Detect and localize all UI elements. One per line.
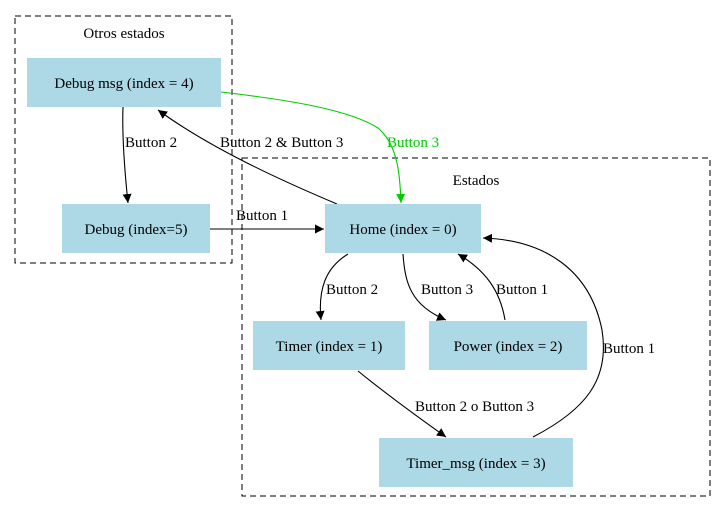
- edge-label: Button 1: [236, 208, 288, 224]
- node-box: [253, 321, 405, 370]
- edge-line: [457, 253, 506, 321]
- edge-timer-to-timermsg: Button 2 o Button 3: [357, 370, 534, 438]
- edge-line: [122, 106, 132, 204]
- edge-debugmsg-to-home: Button 3: [220, 91, 439, 204]
- edge-line: [357, 370, 447, 438]
- edge-label: Button 2: [125, 135, 177, 151]
- node-box: [325, 204, 481, 253]
- edge-label: Button 3: [421, 282, 473, 298]
- edge-power-to-home: Button 1: [457, 253, 548, 321]
- node-label: Debug msg (index = 4): [54, 76, 193, 92]
- node-home: Home (index = 0): [325, 204, 481, 253]
- node-box: [429, 321, 587, 370]
- edge-line: [482, 233, 604, 438]
- cluster-otros-estados: Otros estados: [14, 15, 233, 264]
- edge-home-to-power: Button 3: [402, 253, 473, 321]
- edge-timermsg-to-home: Button 1: [482, 233, 655, 438]
- node-label: Debug (index=5): [84, 222, 187, 238]
- edge-label: Button 2 o Button 3: [415, 399, 534, 415]
- node-label: Power (index = 2): [454, 339, 563, 355]
- node-debug: Debug (index=5): [62, 204, 210, 253]
- node-timer-msg: Timer_msg (index = 3): [379, 438, 573, 487]
- edge-label: Button 2: [326, 282, 378, 298]
- cluster-otros-label: Otros estados: [83, 26, 164, 42]
- edge-line: [402, 253, 447, 321]
- edge-line: [157, 109, 338, 205]
- node-box: [27, 58, 221, 107]
- edge-home-to-debugmsg: Button 2 & Button 3: [157, 109, 343, 205]
- edge-label: Button 3: [387, 135, 439, 151]
- node-label: Timer_msg (index = 3): [406, 456, 545, 472]
- edge-label: Button 2 & Button 3: [220, 135, 343, 151]
- node-label: Timer (index = 1): [276, 339, 383, 355]
- cluster-estados: Estados: [241, 157, 711, 497]
- cluster-estados-border: [241, 157, 711, 497]
- node-timer: Timer (index = 1): [253, 321, 405, 370]
- edge-line: [315, 253, 349, 321]
- node-label: Home (index = 0): [349, 222, 456, 238]
- cluster-otros-border: [14, 15, 233, 264]
- node-power: Power (index = 2): [429, 321, 587, 370]
- node-debug-msg: Debug msg (index = 4): [27, 58, 221, 107]
- edge-home-to-timer: Button 2: [315, 253, 378, 321]
- node-box: [62, 204, 210, 253]
- edge-label: Button 1: [496, 282, 548, 298]
- edge-label: Button 1: [603, 341, 655, 357]
- node-box: [379, 438, 573, 487]
- edge-debug-to-home: Button 1: [210, 208, 324, 234]
- cluster-estados-label: Estados: [453, 173, 500, 189]
- edge-debugmsg-to-debug: Button 2: [122, 106, 177, 204]
- edge-line: [220, 91, 406, 204]
